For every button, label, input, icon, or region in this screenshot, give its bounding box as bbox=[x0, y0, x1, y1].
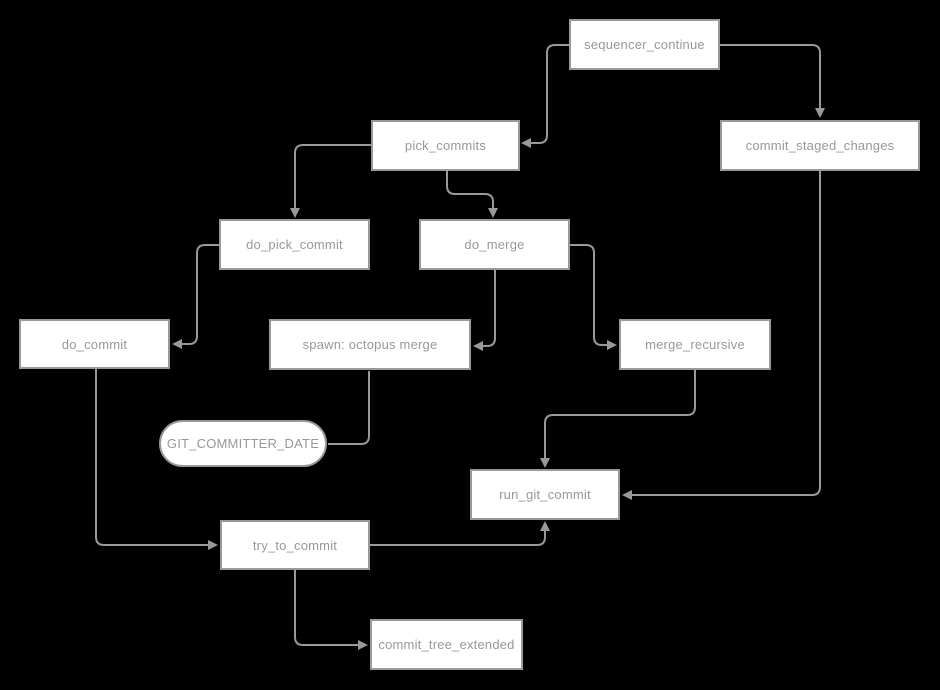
node-commit-tree-extended: commit_tree_extended bbox=[370, 619, 523, 670]
node-label: commit_tree_extended bbox=[378, 637, 515, 652]
node-spawn-octopus-merge: spawn: octopus merge bbox=[269, 319, 471, 370]
node-git-committer-date: GIT_COMMITTER_DATE bbox=[159, 420, 327, 467]
node-label: spawn: octopus merge bbox=[302, 337, 438, 352]
node-merge-recursive: merge_recursive bbox=[619, 319, 771, 370]
node-label: GIT_COMMITTER_DATE bbox=[166, 436, 320, 451]
node-label: run_git_commit bbox=[499, 487, 591, 502]
edge-pick_commits-do_pick_commit bbox=[290, 144, 371, 218]
node-label: do_merge bbox=[464, 237, 525, 252]
edge-do_pick_commit-do_commit bbox=[172, 244, 219, 349]
node-do-merge: do_merge bbox=[419, 219, 570, 270]
edge-try_to_commit-commit_tree_extended bbox=[294, 570, 368, 650]
edge-pick_commits-do_merge bbox=[446, 171, 498, 218]
node-sequencer-continue: sequencer_continue bbox=[569, 19, 720, 70]
node-label: try_to_commit bbox=[252, 537, 338, 553]
edge-do_merge-spawn_octopus_merge bbox=[473, 270, 496, 351]
node-commit-staged-changes: commit_staged_changes bbox=[720, 120, 920, 171]
edge-try_to_commit-run_git_commit bbox=[370, 521, 550, 546]
node-run-git-commit: run_git_commit bbox=[470, 469, 620, 520]
edge-sequencer_continue-commit_staged_changes bbox=[720, 44, 825, 118]
node-label: commit_staged_changes bbox=[745, 138, 895, 153]
node-label: do_pick_commit bbox=[246, 237, 343, 252]
node-label: do_commit bbox=[61, 336, 128, 352]
node-pick-commits: pick_commits bbox=[371, 120, 520, 171]
edge-merge_recursive-run_git_commit bbox=[540, 370, 696, 468]
edge-do_commit-try_to_commit bbox=[95, 369, 218, 550]
edge-commit_staged_changes-run_git_commit bbox=[622, 171, 821, 500]
node-do-commit: do_commit bbox=[19, 319, 170, 369]
node-do-pick-commit: do_pick_commit bbox=[219, 219, 370, 270]
node-label: pick_commits bbox=[404, 138, 487, 153]
edge-do_merge-merge_recursive bbox=[570, 244, 617, 350]
node-label: sequencer_continue bbox=[584, 37, 705, 52]
edge-sequencer_continue-pick_commits bbox=[521, 44, 569, 148]
edge-spawn_octopus_merge-git_committer_date bbox=[328, 371, 370, 445]
node-label: merge_recursive bbox=[645, 337, 745, 352]
node-try-to-commit: try_to_commit bbox=[220, 520, 370, 570]
